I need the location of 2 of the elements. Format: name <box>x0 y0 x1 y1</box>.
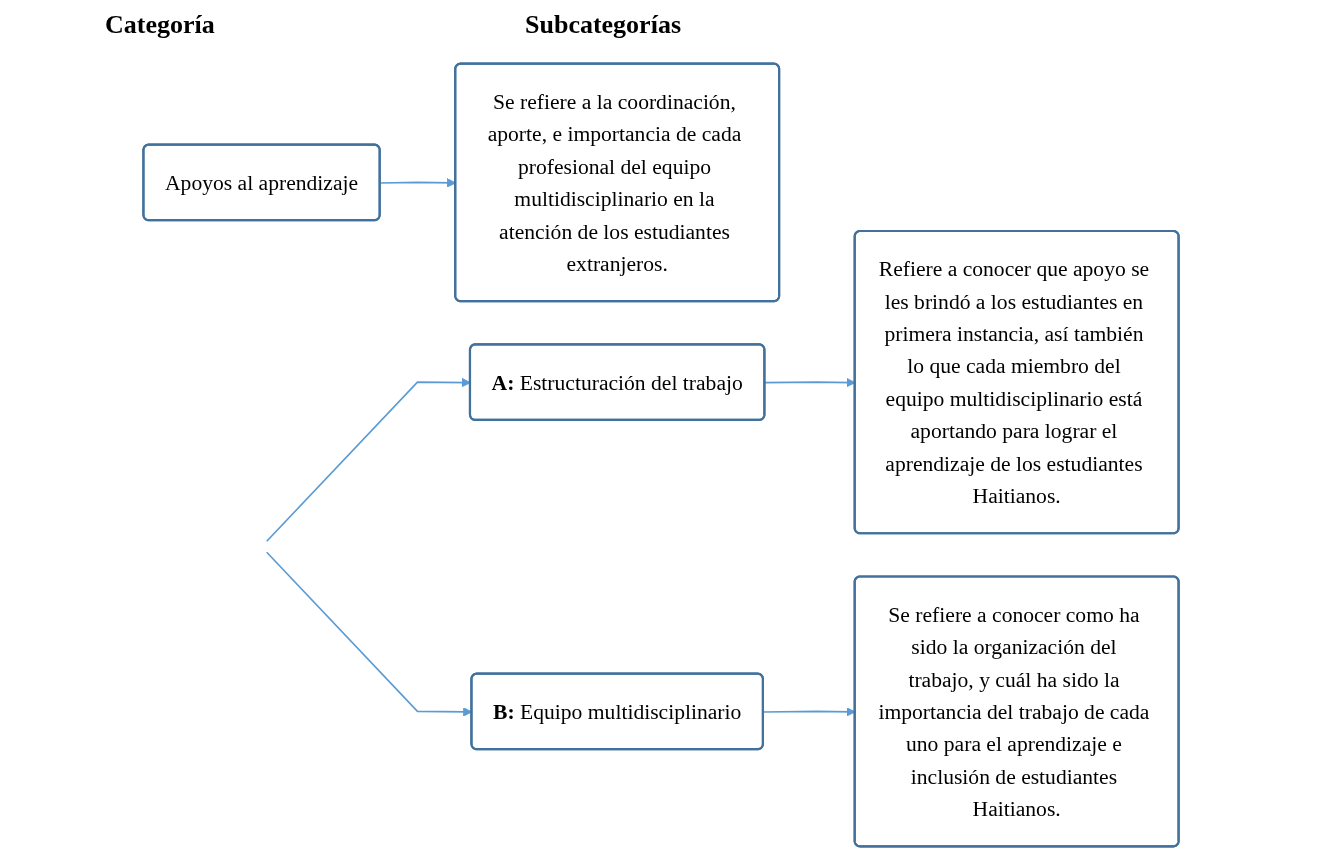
column-heading: Categoría <box>105 10 215 40</box>
column-heading: Subcategorías <box>525 10 681 40</box>
